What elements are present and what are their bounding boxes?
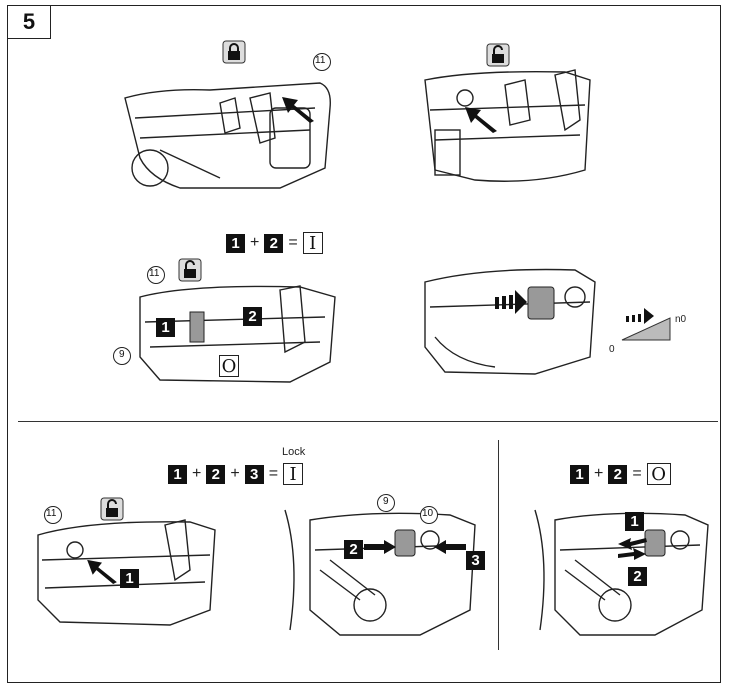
callout-10: 10 [419, 505, 439, 528]
step-2-badge: 2 [243, 307, 262, 326]
callout-11: 11 [43, 505, 63, 528]
formula-bottom-right: 1 + 2 = O [570, 463, 671, 485]
callout-9: 9 [376, 493, 396, 516]
callout-11: 11 [312, 52, 332, 75]
figure-number: 5 [8, 6, 51, 39]
step-2-badge: 2 [344, 540, 363, 559]
drill-unlock-view [530, 500, 710, 640]
callout-9: 9 [112, 346, 132, 369]
step-2-badge: 2 [206, 464, 226, 484]
step-1-badge: 1 [168, 464, 187, 484]
step-3-badge: 3 [244, 464, 264, 484]
push-arrow-icon [84, 558, 120, 584]
figure-frame: 5 [7, 5, 721, 683]
callout-11: 11 [146, 265, 166, 288]
mode-on-symbol: I [302, 232, 323, 254]
step-1-badge: 1 [570, 464, 589, 484]
drill-handle-view [280, 500, 480, 640]
step-1-badge: 1 [625, 512, 644, 531]
step-1-badge: 1 [120, 569, 139, 588]
mode-on-symbol: I [283, 463, 304, 485]
drill-unlocked-view [415, 40, 600, 190]
drill-lock-on-view [130, 262, 345, 387]
push-arrow-icon [434, 540, 466, 554]
speed-zero-label: 0 [609, 344, 615, 355]
formula-top: 1 + 2 = I [226, 232, 323, 254]
formula-bottom-left: 1 + 2 + 3 = I [168, 463, 304, 485]
step-2-badge: 2 [628, 567, 647, 586]
push-arrow-icon [364, 540, 396, 554]
lock-open-icon [486, 43, 510, 67]
lock-label: Lock [282, 446, 306, 458]
mode-off-symbol: O [219, 355, 239, 377]
push-arrow-icon [463, 105, 499, 133]
drill-trigger-view [415, 252, 600, 377]
section-divider [18, 421, 718, 422]
lock-open-icon [100, 497, 124, 521]
lock-closed-icon [222, 40, 246, 64]
step-3-badge: 3 [466, 551, 485, 570]
lock-open-icon [178, 258, 202, 282]
step-1-badge: 1 [156, 318, 175, 337]
step-1-badge: 1 [226, 233, 245, 253]
section-divider-vertical [498, 440, 499, 650]
push-arrow-icon [280, 95, 316, 123]
switch-trigger-icon [616, 536, 648, 560]
speed-max-label: n0 [675, 314, 687, 325]
step-2-badge: 2 [608, 464, 628, 484]
step-2-badge: 2 [264, 233, 284, 253]
speed-ramp-icon [620, 306, 672, 342]
mode-off-symbol: O [646, 463, 671, 485]
